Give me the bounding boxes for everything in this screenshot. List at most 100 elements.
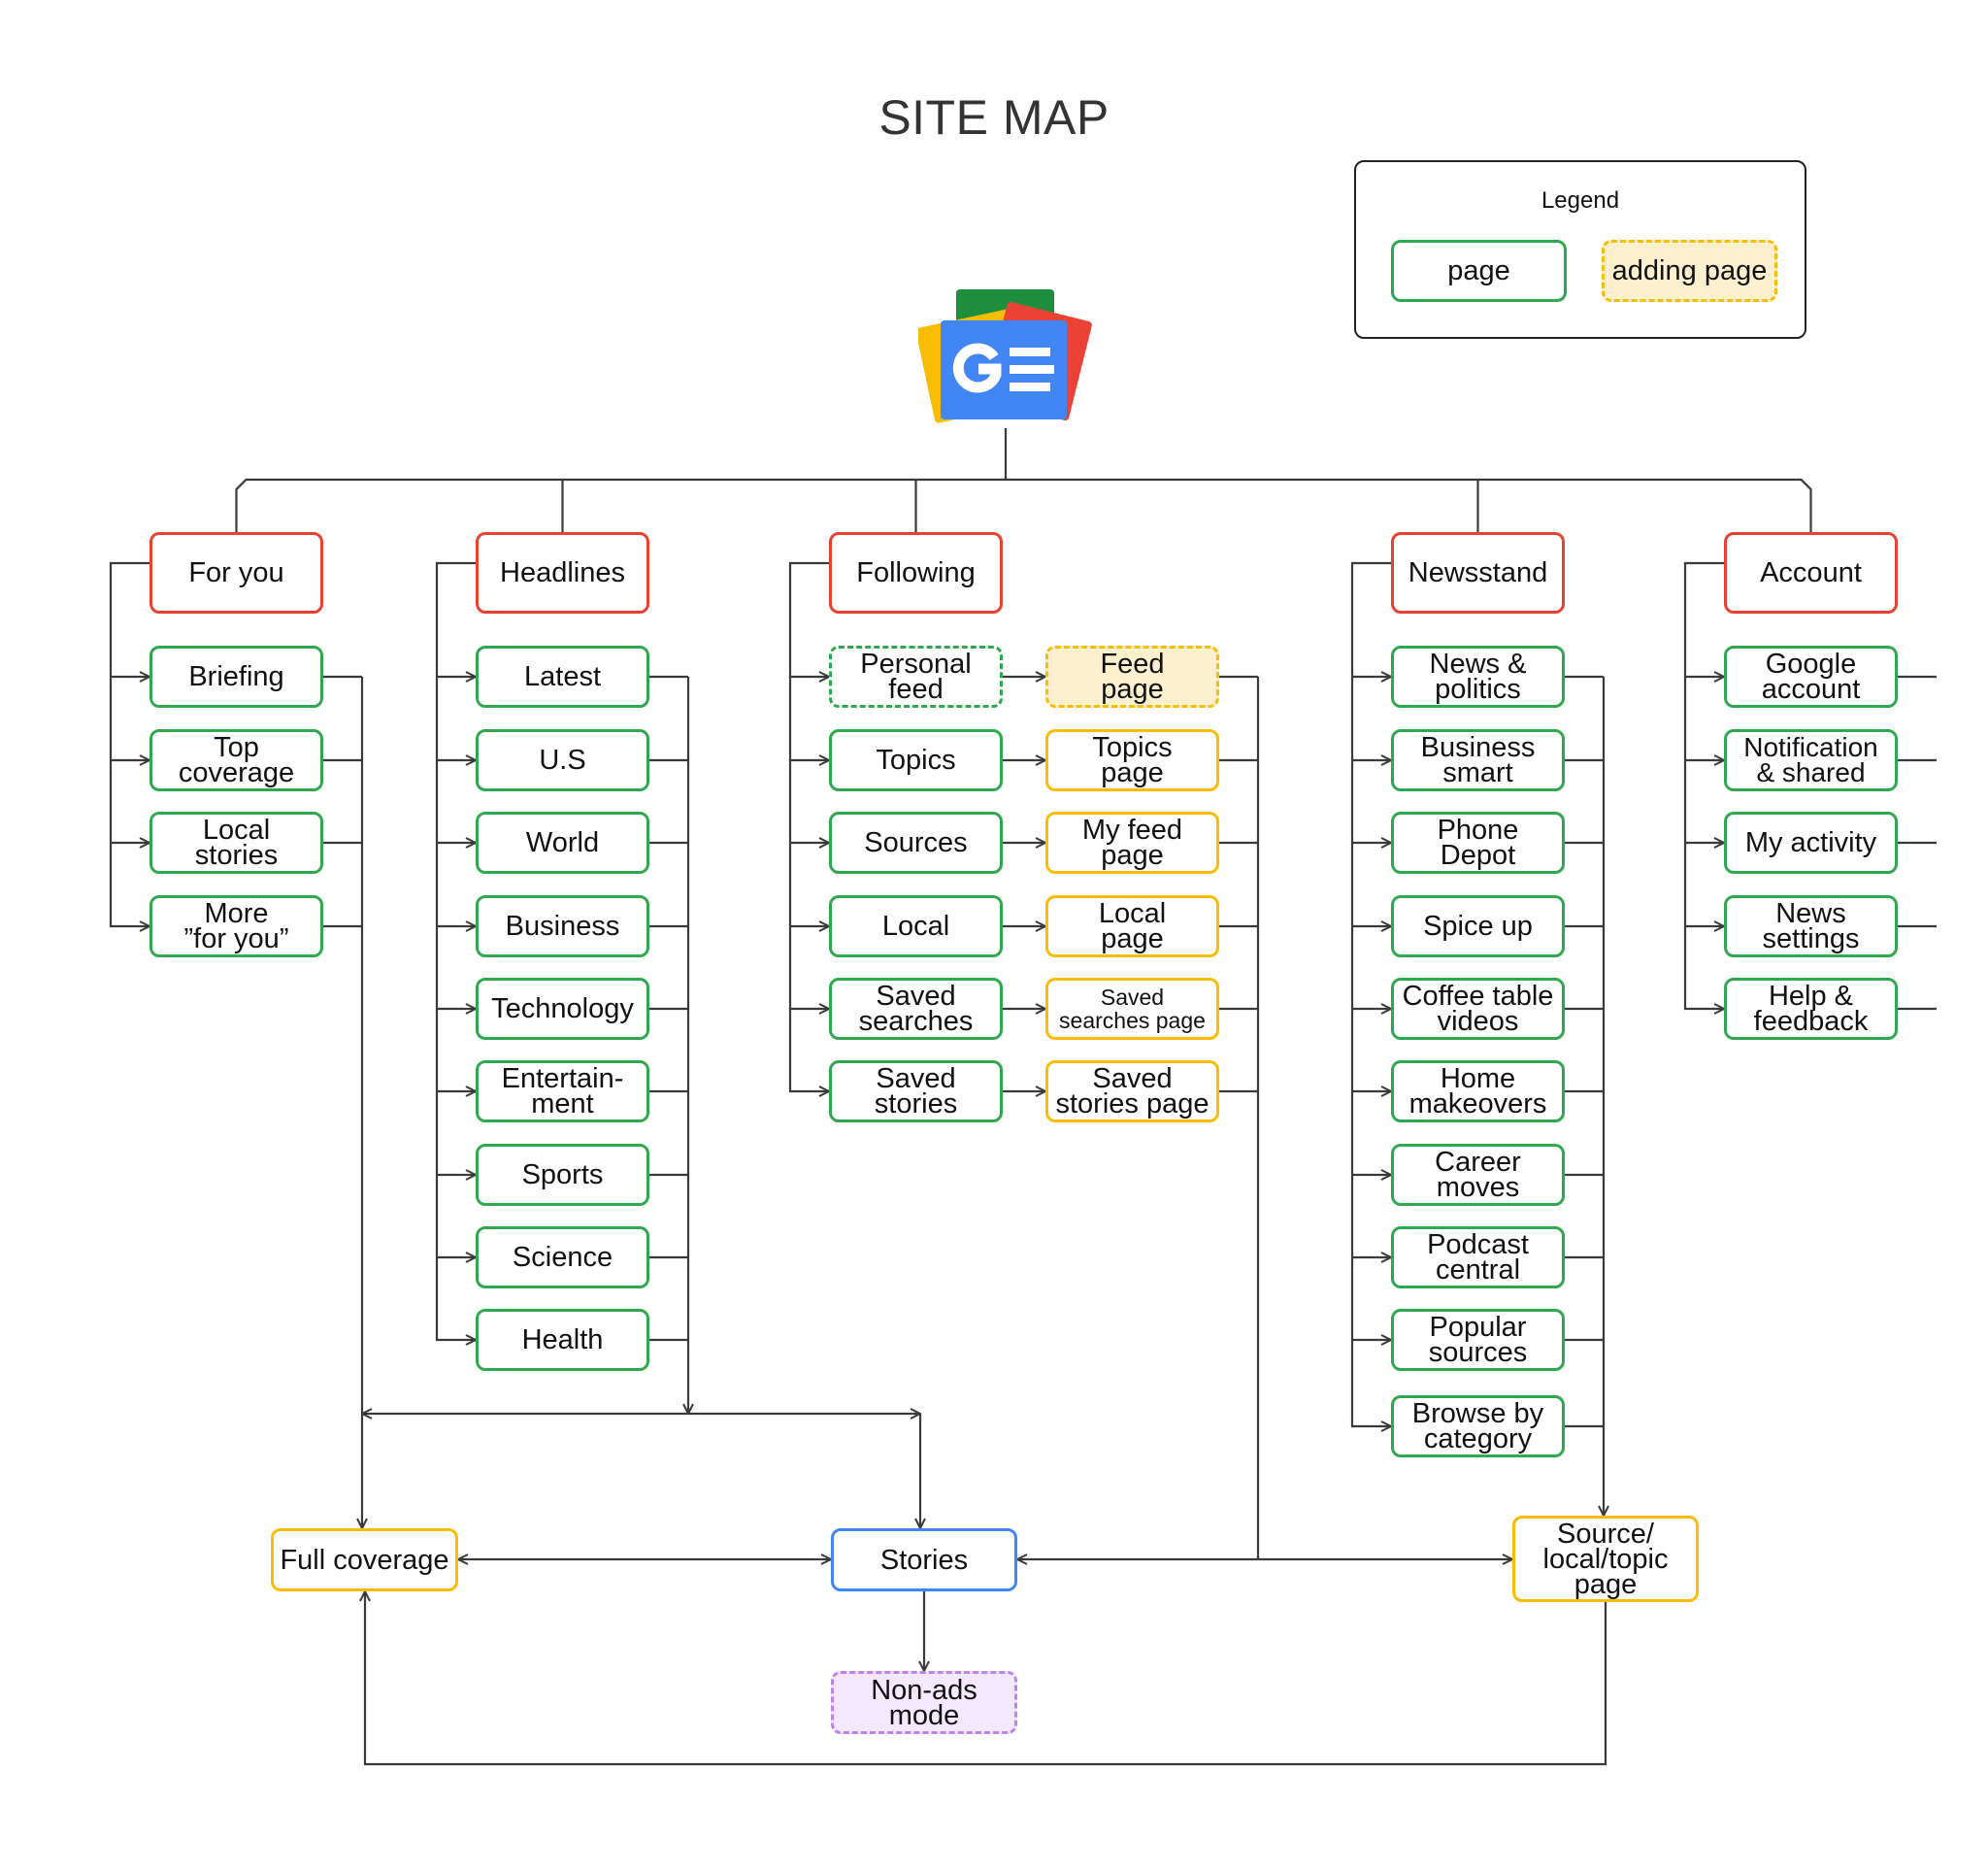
non-ads-mode-node[interactable]: Non-ads mode (831, 1671, 1017, 1734)
page-popular-sources[interactable]: Popular sources (1391, 1309, 1565, 1371)
page-local-stories[interactable]: Local stories (149, 812, 323, 874)
category-account[interactable]: Account (1724, 532, 1898, 614)
adding-page-topics-page-label: Topics page (1092, 732, 1173, 788)
page-browse-by-category[interactable]: Browse by category (1391, 1395, 1565, 1457)
category-newsstand-label: Newsstand (1408, 557, 1548, 588)
page-phone-depot-label: Phone Depot (1437, 815, 1519, 871)
page-local-stories-label: Local stories (194, 815, 279, 871)
page-spice-up-label: Spice up (1423, 911, 1533, 942)
page-personal-feed[interactable]: Personal feed (829, 646, 1003, 708)
stories-label: Stories (879, 1544, 969, 1576)
stories-node[interactable]: Stories (831, 1528, 1017, 1591)
adding-page-local-page[interactable]: Local page (1045, 895, 1219, 957)
adding-page-saved-searches-page[interactable]: Saved searches page (1045, 978, 1219, 1040)
spine-1 (435, 561, 476, 1340)
page-help-feedback-label: Help & feedback (1753, 981, 1869, 1037)
category-newsstand[interactable]: Newsstand (1391, 532, 1565, 614)
page-sources-label: Sources (864, 827, 968, 858)
page-my-activity-label: My activity (1744, 827, 1877, 858)
category-following[interactable]: Following (829, 532, 1003, 614)
page-career-moves-label: Career moves (1435, 1147, 1521, 1203)
page-my-activity[interactable]: My activity (1724, 812, 1898, 874)
page-entertain-ment-label: Entertain- ment (501, 1063, 624, 1119)
page-help-feedback[interactable]: Help & feedback (1724, 978, 1898, 1040)
page-career-moves[interactable]: Career moves (1391, 1144, 1565, 1206)
legend-title: Legend (1541, 187, 1620, 214)
page-technology-label: Technology (491, 993, 634, 1024)
spine-4 (1683, 561, 1724, 1009)
page-home-makeovers-label: Home makeovers (1408, 1063, 1547, 1119)
spine-2 (788, 561, 829, 1091)
page-top-coverage[interactable]: Top coverage (149, 729, 323, 791)
page-science-label: Science (512, 1242, 613, 1273)
page-news-settings[interactable]: News settings (1724, 895, 1898, 957)
page-google-account-label: Google account (1761, 649, 1861, 705)
adding-page-topics-page[interactable]: Topics page (1045, 729, 1219, 791)
spine-0 (109, 561, 149, 926)
page-sources[interactable]: Sources (829, 812, 1003, 874)
page-topics[interactable]: Topics (829, 729, 1003, 791)
page-u-s-label: U.S (539, 745, 586, 776)
page-notification-shared[interactable]: Notification & shared (1724, 729, 1898, 791)
spine-3 (1350, 561, 1391, 1426)
page-business-label: Business (505, 911, 620, 942)
page-podcast-central[interactable]: Podcast central (1391, 1226, 1565, 1288)
page-google-account[interactable]: Google account (1724, 646, 1898, 708)
legend-page-swatch: page (1391, 240, 1567, 302)
page-science[interactable]: Science (476, 1226, 649, 1288)
page-local-label: Local (881, 911, 950, 942)
adding-page-local-page-label: Local page (1098, 898, 1167, 954)
page-local[interactable]: Local (829, 895, 1003, 957)
page-briefing[interactable]: Briefing (149, 646, 323, 708)
page-home-makeovers[interactable]: Home makeovers (1391, 1060, 1565, 1122)
page-entertain-ment[interactable]: Entertain- ment (476, 1060, 649, 1122)
page-phone-depot[interactable]: Phone Depot (1391, 812, 1565, 874)
category-for-you[interactable]: For you (149, 532, 323, 614)
page-business-smart[interactable]: Business smart (1391, 729, 1565, 791)
page-u-s[interactable]: U.S (476, 729, 649, 791)
page-popular-sources-label: Popular sources (1428, 1312, 1528, 1368)
page-news-politics[interactable]: News & politics (1391, 646, 1565, 708)
page-latest-label: Latest (524, 661, 601, 692)
page-podcast-central-label: Podcast central (1427, 1229, 1529, 1286)
source-local-topic-page-label: Source/ local/topic page (1542, 1518, 1669, 1600)
page-notification-shared-label: Notification & shared (1743, 732, 1878, 787)
page-latest[interactable]: Latest (476, 646, 649, 708)
page-coffee-table-videos[interactable]: Coffee table videos (1391, 978, 1565, 1040)
page-more-for-you-label: More ”for you” (183, 898, 289, 954)
page-browse-by-category-label: Browse by category (1411, 1398, 1544, 1454)
category-headlines[interactable]: Headlines (476, 532, 649, 614)
page-saved-searches-label: Saved searches (858, 981, 974, 1037)
adding-page-my-feed-page-label: My feed page (1081, 815, 1183, 871)
adding-page-saved-stories-page[interactable]: Saved stories page (1045, 1060, 1219, 1122)
category-headlines-label: Headlines (500, 557, 625, 588)
full-coverage-node[interactable]: Full coverage (271, 1528, 458, 1591)
page-world[interactable]: World (476, 812, 649, 874)
page-top-coverage-label: Top coverage (178, 732, 295, 788)
page-news-settings-label: News settings (1762, 898, 1860, 954)
page-sports[interactable]: Sports (476, 1144, 649, 1206)
top-bus (235, 478, 1812, 532)
category-following-label: Following (856, 557, 976, 588)
source-local-topic-page-node[interactable]: Source/ local/topic page (1512, 1516, 1699, 1602)
page-saved-stories[interactable]: Saved stories (829, 1060, 1003, 1122)
page-saved-searches[interactable]: Saved searches (829, 978, 1003, 1040)
page-sports-label: Sports (521, 1159, 604, 1190)
full-coverage-label: Full coverage (280, 1544, 449, 1576)
adding-page-feed-page[interactable]: Feed page (1045, 646, 1219, 708)
page-title: SITE MAP (878, 90, 1110, 145)
adding-page-saved-searches-page-label: Saved searches page (1059, 985, 1206, 1033)
page-more-for-you[interactable]: More ”for you” (149, 895, 323, 957)
page-health[interactable]: Health (476, 1309, 649, 1371)
adding-page-my-feed-page[interactable]: My feed page (1045, 812, 1219, 874)
source-to-fullcoverage (365, 1591, 1607, 1766)
category-account-label: Account (1760, 557, 1862, 588)
non-ads-mode-label: Non-ads mode (871, 1674, 977, 1731)
page-briefing-label: Briefing (188, 661, 284, 692)
legend-adding-page-label: adding page (1611, 255, 1768, 286)
page-spice-up[interactable]: Spice up (1391, 895, 1565, 957)
legend-adding-page-swatch: adding page (1602, 240, 1777, 302)
page-business[interactable]: Business (476, 895, 649, 957)
page-technology[interactable]: Technology (476, 978, 649, 1040)
